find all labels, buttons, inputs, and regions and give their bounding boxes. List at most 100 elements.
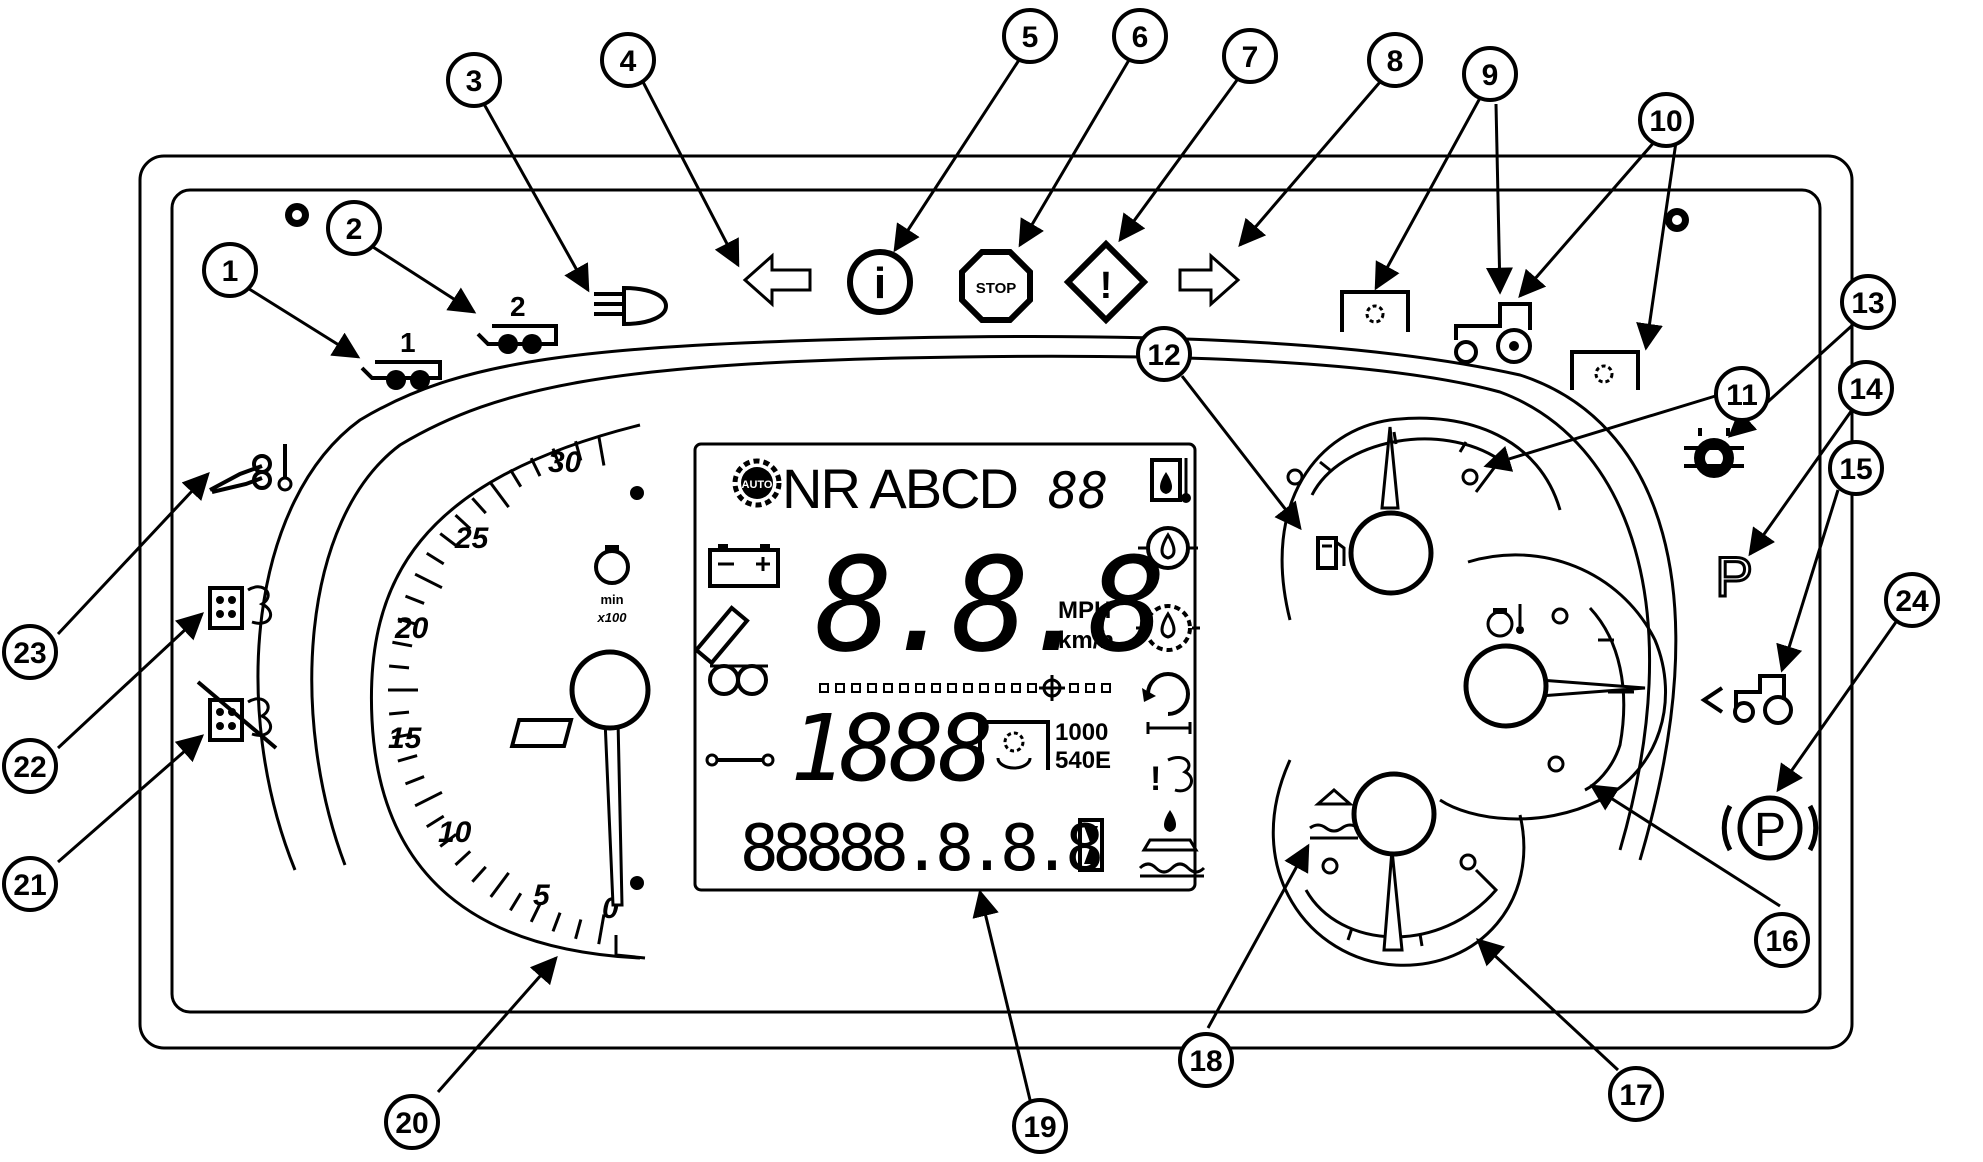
pto-speed-1000: 1000 — [1055, 719, 1108, 746]
lcd-dot — [979, 683, 989, 693]
callout-4: 4 — [600, 32, 656, 88]
lcd-frame — [693, 442, 1197, 892]
tach-tick — [574, 919, 583, 940]
callout-12: 12 — [1136, 326, 1192, 382]
callout-number: 12 — [1147, 339, 1180, 372]
gear-digits: 88 — [1048, 462, 1108, 520]
lcd-dot — [899, 683, 909, 693]
park-brake-icon: P — [1721, 795, 1819, 861]
tach-tick — [551, 912, 562, 932]
coolant-gauge-scale — [1584, 606, 1626, 792]
right-turn-arrow-icon — [1178, 252, 1241, 308]
auto-gear-icon: AUTO — [732, 458, 782, 508]
callout-24: 24 — [1884, 572, 1940, 628]
callout-14: 14 — [1838, 360, 1894, 416]
front-pto-indicator-icon — [1570, 350, 1640, 390]
headlight-icon — [594, 285, 669, 327]
coolant-gauge-arc — [1439, 553, 1667, 821]
callout-number: 22 — [13, 751, 46, 784]
tach-tick — [509, 892, 523, 912]
coolant-temperature-gauge — [1439, 553, 1667, 821]
callout-number: 1 — [222, 255, 239, 288]
tach-unit-line1: min — [600, 592, 623, 607]
tach-tick — [388, 710, 410, 716]
fuel-gauge-hub — [1348, 510, 1434, 596]
lcd-dot — [995, 683, 1005, 693]
callout-8: 8 — [1367, 32, 1423, 88]
callout-number: 9 — [1482, 59, 1499, 92]
lcd-dot — [1027, 683, 1037, 693]
tach-tick — [489, 871, 510, 898]
tachometer-hub — [569, 649, 651, 731]
fuel-gauge-needle — [1380, 426, 1400, 510]
lcd-dot — [915, 683, 925, 693]
air-restriction-bypass-icon — [196, 680, 278, 750]
tachometer: 0 5 10 15 20 25 30 min x100 — [369, 423, 651, 960]
tractor-pto-icon — [1454, 302, 1532, 364]
speed-unit-kmh: km/h — [1058, 627, 1114, 654]
callout-number: 10 — [1649, 105, 1682, 138]
callout-9: 9 — [1462, 46, 1518, 102]
tach-tick — [597, 435, 606, 466]
callout-number: 2 — [346, 213, 363, 246]
cluster-inner-bezel — [170, 188, 1822, 1014]
engine-oil-pressure-icon — [1138, 526, 1198, 570]
callout-number: 20 — [395, 1107, 428, 1140]
callout-1: 1 — [202, 242, 258, 298]
tach-tick — [397, 617, 418, 626]
park-brake-p: P — [1754, 804, 1786, 857]
callout-19: 19 — [1012, 1098, 1068, 1154]
fuel-gauge-arc — [1280, 416, 1562, 621]
callout-number: 11 — [1726, 379, 1758, 412]
tach-tick — [471, 865, 487, 883]
def-gauge-needle — [1382, 849, 1404, 952]
tach-tick — [392, 640, 413, 648]
callout-number: 4 — [620, 45, 637, 78]
tach-tick — [439, 833, 458, 848]
pto-shaft-icon — [978, 720, 1050, 770]
def-gauge-arc — [1271, 759, 1526, 967]
callout-7: 7 — [1222, 28, 1278, 84]
tach-tick — [454, 850, 472, 866]
trailer-brake-2-icon: 2 — [476, 291, 558, 354]
warning-icon: ! — [1063, 239, 1149, 325]
lcd-dot — [851, 683, 861, 693]
tach-tick — [597, 914, 606, 945]
tach-label-25: 25 — [454, 522, 490, 555]
hourglass-icon — [1078, 818, 1104, 872]
callout-3: 3 — [446, 52, 502, 108]
tach-label-5: 5 — [533, 879, 551, 912]
callout-22: 22 — [2, 738, 58, 794]
callout-leaders — [56, 59, 1898, 1105]
pto-speed-digits: 1888 — [790, 695, 989, 802]
fuel-gauge-scale — [1310, 437, 1503, 496]
pto-speed-540e: 540E — [1055, 747, 1111, 774]
pto-engaged-icon — [1142, 672, 1192, 734]
display-arch-inner — [310, 354, 1652, 866]
lcd-dot — [947, 683, 957, 693]
callout-17: 17 — [1608, 1066, 1664, 1122]
fuel-gauge — [1280, 416, 1562, 621]
front-pto-icon — [1039, 675, 1065, 701]
coolant-gauge-hub — [1463, 643, 1549, 729]
lcd-dot — [931, 683, 941, 693]
tach-tick — [454, 514, 472, 530]
callout-6: 6 — [1112, 8, 1168, 64]
callout-16: 16 — [1754, 912, 1810, 968]
tach-label-30: 30 — [548, 446, 582, 479]
callout-number: 15 — [1839, 453, 1872, 486]
service-wrench-icon — [509, 718, 775, 767]
def-gauge-hub — [1351, 771, 1437, 857]
tach-tick — [529, 457, 542, 477]
hour-meter-digits: 88888.8.8.8 — [740, 812, 1100, 886]
callout-number: 8 — [1387, 45, 1404, 78]
callout-number: 23 — [13, 637, 46, 670]
callout-number: 21 — [13, 869, 46, 902]
callout-2: 2 — [326, 200, 382, 256]
callout-number: 18 — [1189, 1045, 1222, 1078]
lcd-dot — [1101, 683, 1111, 693]
tach-tick — [392, 732, 413, 740]
tach-tick — [489, 482, 510, 509]
